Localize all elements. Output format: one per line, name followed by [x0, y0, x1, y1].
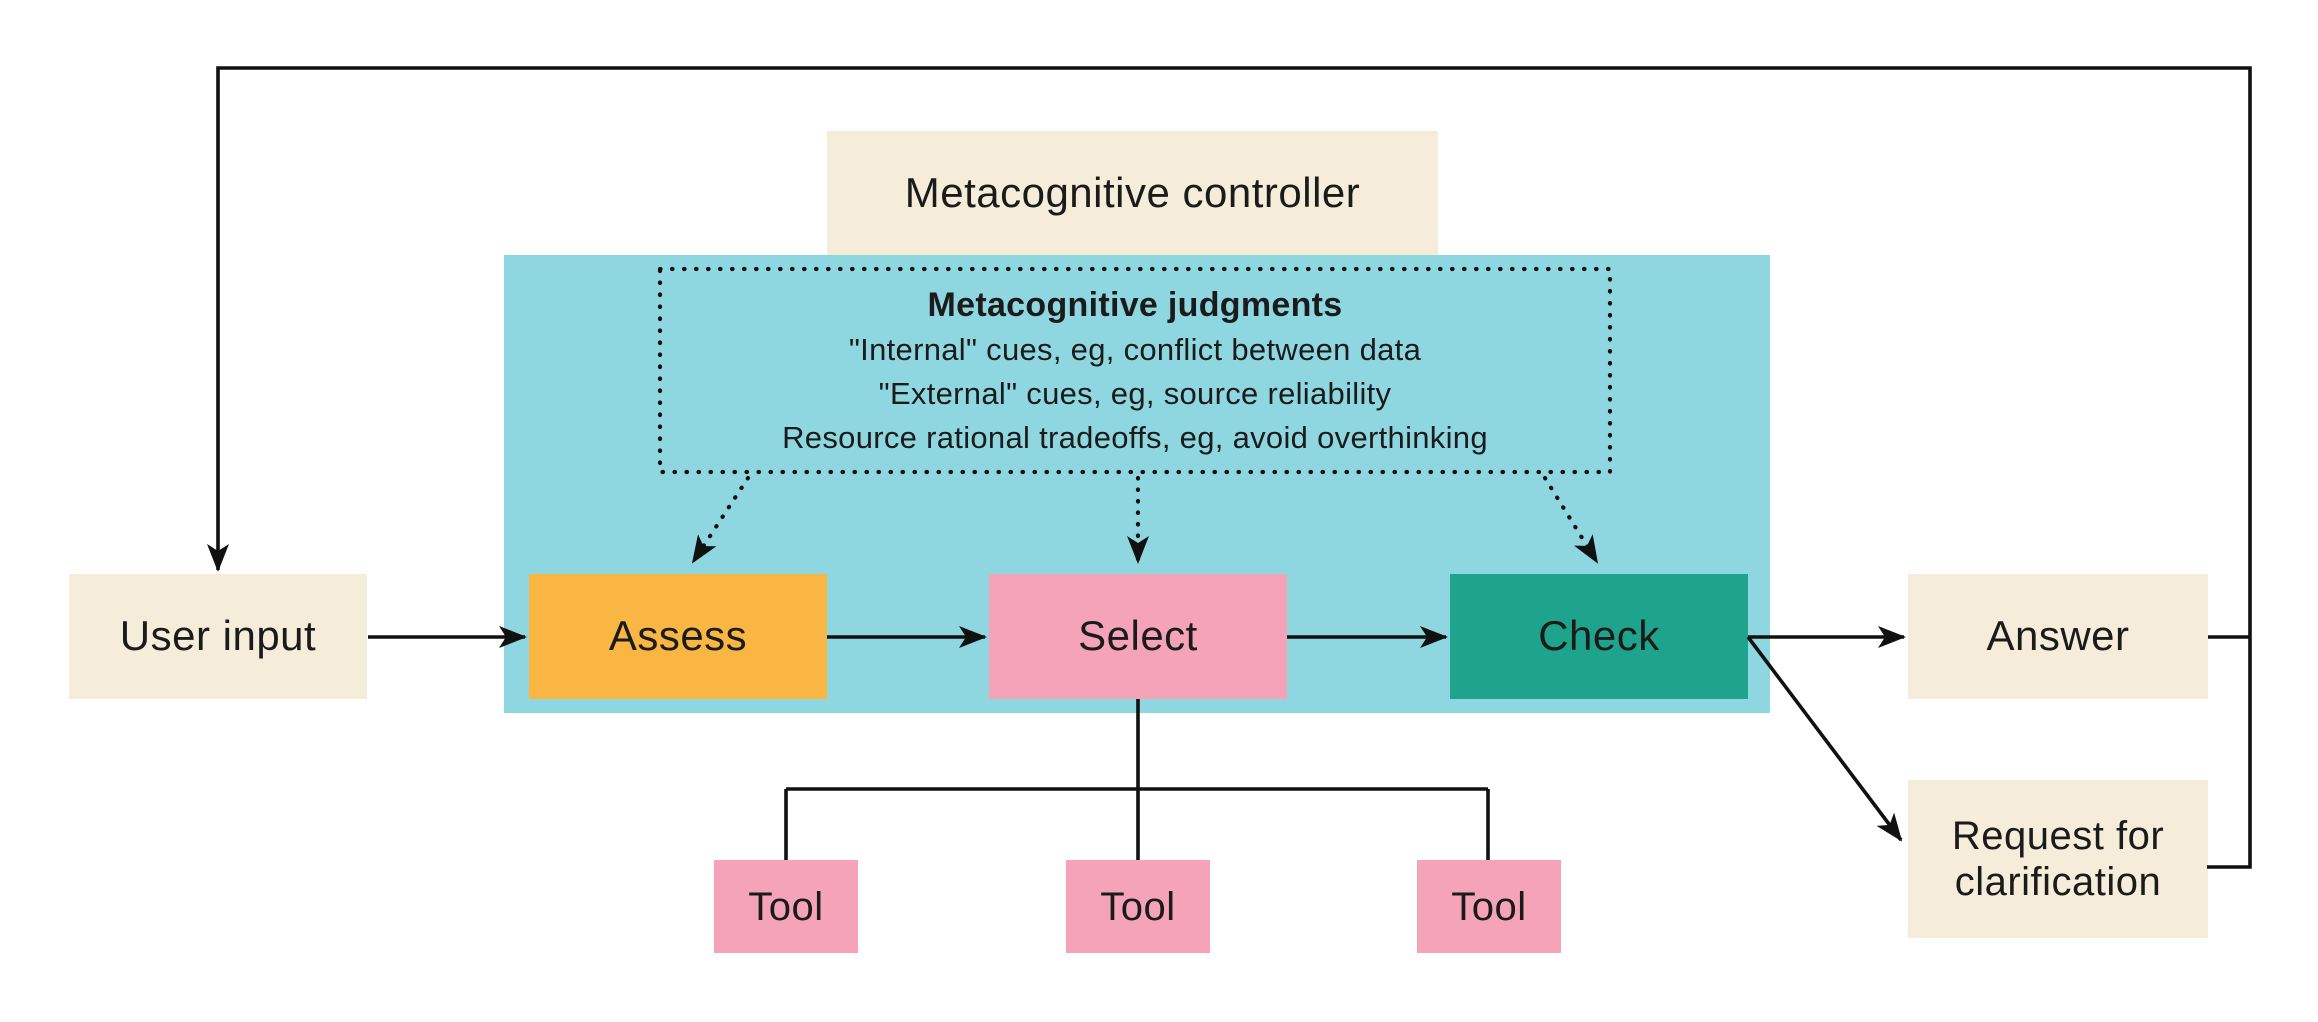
- judgments-line-internal: "Internal" cues, eg, conflict between da…: [848, 331, 1422, 367]
- tool-1-label: Tool: [748, 884, 824, 929]
- judgments-title: Metacognitive judgments: [927, 285, 1343, 324]
- metacognitive-judgments-box: Metacognitive judgments "Internal" cues,…: [660, 269, 1610, 472]
- node-answer: Answer: [1908, 574, 2208, 699]
- stage-box-assess: Assess: [529, 574, 827, 699]
- node-request-clarification: Request for clarification: [1908, 780, 2208, 938]
- arrow-check-to-request: [1746, 635, 1903, 842]
- assess-label: Assess: [608, 612, 748, 660]
- stage-box-select: Select: [989, 574, 1287, 699]
- answer-label: Answer: [1986, 612, 2130, 660]
- user-input-label: User input: [119, 612, 317, 660]
- check-label: Check: [1538, 612, 1660, 660]
- judgments-line-external: "External" cues, eg, source reliability: [878, 375, 1392, 411]
- select-label: Select: [1078, 612, 1198, 660]
- request-clarification-label: Request for clarification: [1951, 814, 2165, 904]
- node-user-input: User input: [69, 574, 367, 699]
- metacognitive-controller-box: Metacognitive controller: [827, 131, 1438, 255]
- tool-2-label: Tool: [1100, 884, 1176, 929]
- line-select-to-tools: [784, 699, 1490, 860]
- stage-box-check: Check: [1450, 574, 1748, 699]
- metacognitive-controller-label: Metacognitive controller: [904, 168, 1361, 216]
- tool-3-label: Tool: [1451, 884, 1527, 929]
- tool-box-1: Tool: [714, 860, 858, 953]
- tool-box-3: Tool: [1417, 860, 1561, 953]
- tool-box-2: Tool: [1066, 860, 1210, 953]
- judgments-line-resource: Resource rational tradeoffs, eg, avoid o…: [782, 419, 1488, 455]
